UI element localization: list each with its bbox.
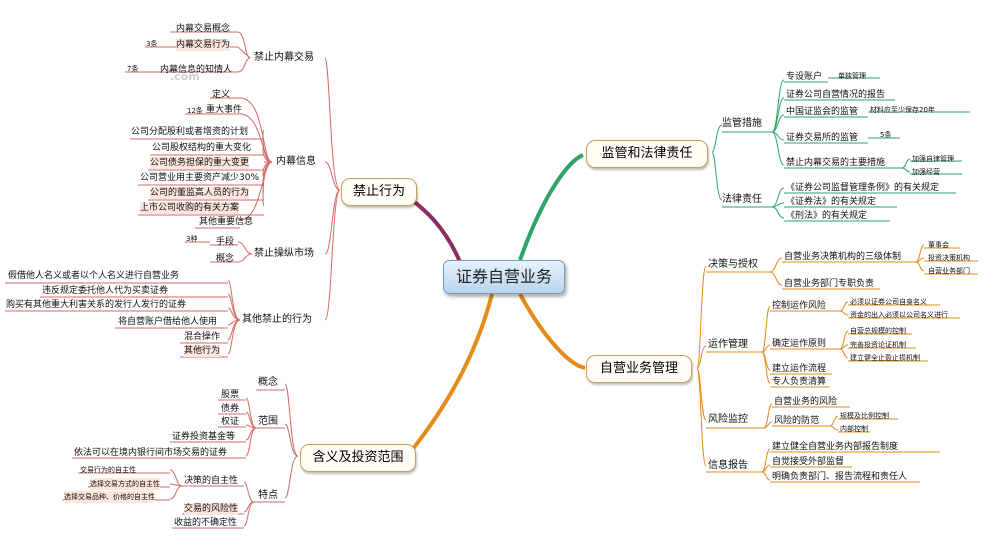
measure-tag: 5条 bbox=[880, 131, 892, 139]
risk-tag: 内部控制 bbox=[840, 425, 868, 433]
risk-item[interactable]: 风险的防范 bbox=[774, 416, 820, 426]
insider-item[interactable]: 内幕交易行为 bbox=[176, 39, 231, 51]
range-item[interactable]: 股票 bbox=[221, 390, 240, 400]
decision-tag: 投资决策机构 bbox=[928, 254, 970, 262]
ops-item[interactable]: 确定运作原则 bbox=[772, 339, 827, 349]
measure-item[interactable]: 中国证监会的监管 bbox=[786, 107, 859, 117]
info-item[interactable]: 公司营业用主要资产减少30% bbox=[140, 173, 260, 183]
subtopic-insider-info[interactable]: 内幕信息 bbox=[276, 156, 316, 167]
subtopic-supervision-measures[interactable]: 监管措施 bbox=[722, 118, 762, 129]
legal-item[interactable]: 《刑法》的有关规定 bbox=[786, 211, 868, 221]
subtopic-market-manipulation[interactable]: 禁止操纵市场 bbox=[254, 248, 314, 259]
info-item[interactable]: 重大事件 bbox=[206, 105, 243, 115]
feature-sub-title[interactable]: 决策的自主性 bbox=[184, 476, 239, 486]
manip-item[interactable]: 概念 bbox=[216, 254, 235, 264]
other-item[interactable]: 混合操作 bbox=[184, 332, 221, 342]
other-item[interactable]: 违反规定委托他人代为买卖证券 bbox=[42, 286, 169, 296]
branch-scope bbox=[406, 293, 494, 457]
info-item[interactable]: 其他重要信息 bbox=[199, 217, 254, 227]
decision-tag: 董事会 bbox=[928, 241, 949, 249]
topic-management[interactable]: 自营业务管理 bbox=[586, 355, 692, 383]
decision-item[interactable]: 自营业务部门专职负责 bbox=[784, 279, 875, 289]
info-item[interactable]: 公司的董监高人员的行为 bbox=[150, 187, 250, 199]
measure-item[interactable]: 禁止内幕交易的主要措施 bbox=[786, 158, 886, 168]
feature-sub-item[interactable]: 选择交易品种、价格的自主性 bbox=[64, 491, 155, 503]
measure-item[interactable]: 证券公司自营情况的报告 bbox=[786, 90, 886, 100]
manip-tag: 3种 bbox=[186, 235, 198, 243]
central-topic[interactable]: 证券自营业务 bbox=[443, 260, 565, 294]
measure-tag: 材料应至少保存20年 bbox=[870, 106, 935, 114]
insider-tag: 3条 bbox=[146, 40, 158, 48]
decision-item[interactable]: 自营业务决策机构的三级体制 bbox=[784, 252, 902, 262]
other-item[interactable]: 购买有其他重大利害关系的发行人发行的证券 bbox=[6, 300, 187, 310]
branch-supervision bbox=[518, 153, 584, 261]
ops-item[interactable]: 建立运作流程 bbox=[772, 364, 827, 374]
decision-tag: 自营业务部门 bbox=[928, 267, 970, 275]
info-item[interactable]: 公司债务担保的重大变更 bbox=[150, 157, 250, 169]
info-item[interactable]: 公司分配股利或者增资的计划 bbox=[131, 127, 249, 137]
ops-item[interactable]: 专人负责清算 bbox=[772, 377, 827, 387]
risk-tag: 规模及比例控制 bbox=[840, 412, 889, 420]
subtopic-insider-trading[interactable]: 禁止内幕交易 bbox=[254, 52, 314, 63]
info-item[interactable]: 上市公司收购的有关方案 bbox=[140, 202, 240, 214]
subtopic-other-prohibited[interactable]: 其他禁止的行为 bbox=[242, 314, 312, 325]
subtopic-info-report[interactable]: 信息报告 bbox=[708, 460, 748, 471]
legal-item[interactable]: 《证券公司监督管理条例》的有关规定 bbox=[786, 183, 940, 193]
subtopic-operation[interactable]: 运作管理 bbox=[708, 339, 748, 350]
measure-tag: 加强自律管理 bbox=[912, 155, 954, 163]
subtopic-feature[interactable]: 特点 bbox=[258, 490, 278, 501]
manip-item[interactable]: 手段 bbox=[216, 237, 235, 247]
subtopic-legal-liability[interactable]: 法律责任 bbox=[722, 194, 762, 205]
subtopic-concept[interactable]: 概念 bbox=[258, 377, 278, 388]
feature-sub-item[interactable]: 交易行为的自主性 bbox=[80, 466, 136, 474]
ops-tag: 资金的出入必须以公司名义进行 bbox=[850, 311, 948, 319]
subtopic-decision[interactable]: 决策与授权 bbox=[708, 259, 758, 270]
info-item[interactable]: 公司股权结构的重大变化 bbox=[152, 143, 252, 153]
insider-item[interactable]: 内幕交易概念 bbox=[176, 24, 231, 34]
insider-tag: 7条 bbox=[127, 65, 139, 73]
topic-supervision[interactable]: 监管和法律责任 bbox=[586, 140, 708, 168]
branch-management bbox=[518, 293, 586, 370]
feature-sub-item[interactable]: 选择交易方式的自主性 bbox=[90, 478, 160, 490]
topic-scope[interactable]: 含义及投资范围 bbox=[300, 444, 416, 472]
risk-item[interactable]: 自营业务的风险 bbox=[774, 397, 838, 407]
insider-item[interactable]: 内幕信息的知情人 bbox=[160, 65, 233, 75]
ops-tag: 完善投资论证机制 bbox=[850, 341, 906, 349]
legal-item[interactable]: 《证券法》的有关规定 bbox=[786, 197, 877, 207]
other-item[interactable]: 将自营账户借给他人使用 bbox=[118, 317, 218, 327]
feature-item[interactable]: 收益的不确定性 bbox=[174, 518, 238, 528]
ops-tag: 建立健全止盈止损机制 bbox=[850, 354, 920, 362]
measure-item[interactable]: 证券交易所的监管 bbox=[786, 133, 859, 143]
ops-tag: 自营总规模的控制 bbox=[850, 327, 906, 335]
range-item[interactable]: 债券 bbox=[221, 404, 240, 414]
info-item[interactable]: 定义 bbox=[212, 90, 231, 100]
report-item[interactable]: 建立健全自营业务内部报告制度 bbox=[772, 442, 899, 452]
measure-tag: 加强经营 bbox=[912, 168, 940, 176]
range-item[interactable]: 证券投资基金等 bbox=[172, 432, 236, 442]
report-item[interactable]: 自觉接受外部监督 bbox=[772, 457, 845, 467]
watermark: .com bbox=[170, 70, 200, 83]
feature-item[interactable]: 交易的风险性 bbox=[184, 503, 239, 515]
measure-tag: 单独管理 bbox=[838, 72, 866, 80]
other-item[interactable]: 假借他人名义或者以个人名义进行自营业务 bbox=[8, 271, 180, 281]
measure-item[interactable]: 专设账户 bbox=[786, 72, 823, 82]
report-item[interactable]: 明确负责部门、报告流程和责任人 bbox=[772, 472, 908, 482]
range-item[interactable]: 依法可以在境内银行间市场交易的证券 bbox=[74, 448, 228, 458]
range-item[interactable]: 权证 bbox=[221, 417, 240, 427]
subtopic-risk-monitor[interactable]: 风险监控 bbox=[708, 414, 748, 425]
topic-prohibit[interactable]: 禁止行为 bbox=[341, 178, 417, 206]
ops-tag: 必须以证券公司自身名义 bbox=[850, 298, 927, 306]
subtopic-range[interactable]: 范围 bbox=[258, 416, 278, 427]
info-tag: 12条 bbox=[187, 107, 203, 115]
other-item[interactable]: 其他行为 bbox=[184, 345, 221, 357]
ops-item[interactable]: 控制运作风险 bbox=[772, 301, 827, 311]
